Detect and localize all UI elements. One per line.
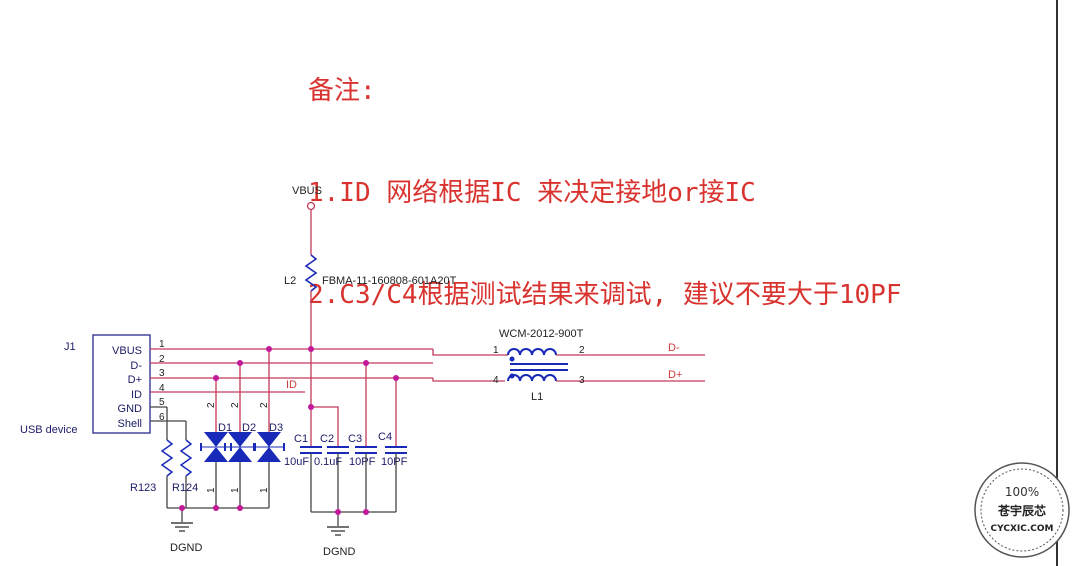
choke-pin-1: 1 <box>493 345 499 356</box>
connector-ref: J1 <box>64 341 76 353</box>
cap-value-c1: 10uF <box>284 456 309 468</box>
d1-pin-bottom: 1 <box>206 487 217 493</box>
ground-symbol-left <box>171 522 193 532</box>
vbus-port <box>306 201 316 211</box>
pin-num-2: 2 <box>159 354 165 365</box>
d3-pin-bottom: 1 <box>259 487 270 493</box>
notes-line-1: 1.ID 网络根据IC 来决定接地or接IC <box>308 178 756 208</box>
capacitor-C2 <box>327 446 349 454</box>
d2-pin-bottom: 1 <box>230 487 241 493</box>
cap-value-c4: 10PF <box>381 456 408 468</box>
notes-block: 备注: 1.ID 网络根据IC 来决定接地or接IC 2.C3/C4根据测试结果… <box>308 6 902 346</box>
cap-ref-c1: C1 <box>294 433 308 445</box>
connector-name: USB device <box>20 424 77 436</box>
cap-ref-c3: C3 <box>348 433 362 445</box>
ferrite-part: FBMA-11-160808-601A20T <box>322 275 457 287</box>
notes-title: 备注: <box>308 76 376 106</box>
ferrite-ref: L2 <box>284 275 296 287</box>
resistor-ref-r124: R124 <box>172 482 198 494</box>
d1-pin-top: 2 <box>206 402 217 408</box>
pin-name-dplus: D+ <box>128 374 142 386</box>
tvs-diode-D3 <box>253 432 285 462</box>
pin-name-shell: Shell <box>118 418 142 430</box>
pin-name-vbus: VBUS <box>112 345 142 357</box>
stamp-name: 苍宇辰芯 <box>997 503 1046 518</box>
diode-ref-d3: D3 <box>269 422 283 434</box>
d3-pin-top: 2 <box>259 402 270 408</box>
gnd-left-label: DGND <box>170 542 202 554</box>
common-mode-choke-L1 <box>505 348 568 382</box>
diode-ref-d2: D2 <box>242 422 256 434</box>
stamp-site: CYCXIC.COM <box>991 524 1054 534</box>
pin-num-3: 3 <box>159 368 165 379</box>
pin-num-5: 5 <box>159 397 165 408</box>
capacitor-C1 <box>300 446 322 454</box>
resistor-ref-r123: R123 <box>130 482 156 494</box>
resistor-R123 <box>160 439 174 477</box>
pin-name-gnd: GND <box>118 403 143 415</box>
cap-ref-c2: C2 <box>320 433 334 445</box>
choke-part: WCM-2012-900T <box>499 328 584 340</box>
cap-value-c2: 0.1uF <box>314 456 342 468</box>
gnd-center-label: DGND <box>323 546 355 558</box>
cap-ref-c4: C4 <box>378 431 392 443</box>
resistor-R124 <box>179 439 193 477</box>
choke-pin-2: 2 <box>579 345 585 356</box>
pin-name-dminus: D- <box>130 360 142 372</box>
d2-pin-top: 2 <box>230 402 241 408</box>
pin-num-6: 6 <box>159 412 165 423</box>
vbus-label: VBUS <box>292 185 322 197</box>
net-id-label: ID <box>286 379 297 391</box>
ground-symbol-center <box>327 526 349 536</box>
pin-num-1: 1 <box>159 339 165 350</box>
diode-ref-d1: D1 <box>218 422 232 434</box>
cap-value-c3: 10PF <box>349 456 376 468</box>
choke-pin-4: 4 <box>493 375 499 386</box>
pin-name-id: ID <box>131 389 142 401</box>
capacitor-C3 <box>355 446 377 454</box>
net-out-dminus: D- <box>668 342 680 354</box>
net-out-dplus: D+ <box>668 369 682 381</box>
pin-num-4: 4 <box>159 383 165 394</box>
choke-ref: L1 <box>531 391 543 403</box>
ferrite-bead-L2 <box>304 254 318 292</box>
tvs-diode-D2 <box>224 432 256 462</box>
stamp-percent: 100% <box>1005 485 1039 499</box>
usb-connector-J1 <box>92 334 151 434</box>
notes-line-2: 2.C3/C4根据测试结果来调试, 建议不要大于10PF <box>308 280 902 310</box>
capacitor-C4 <box>385 446 407 454</box>
choke-pin-3: 3 <box>579 375 585 386</box>
junction-dots <box>179 346 399 515</box>
watermark-stamp: 100% 苍宇辰芯 CYCXIC.COM <box>974 462 1070 558</box>
